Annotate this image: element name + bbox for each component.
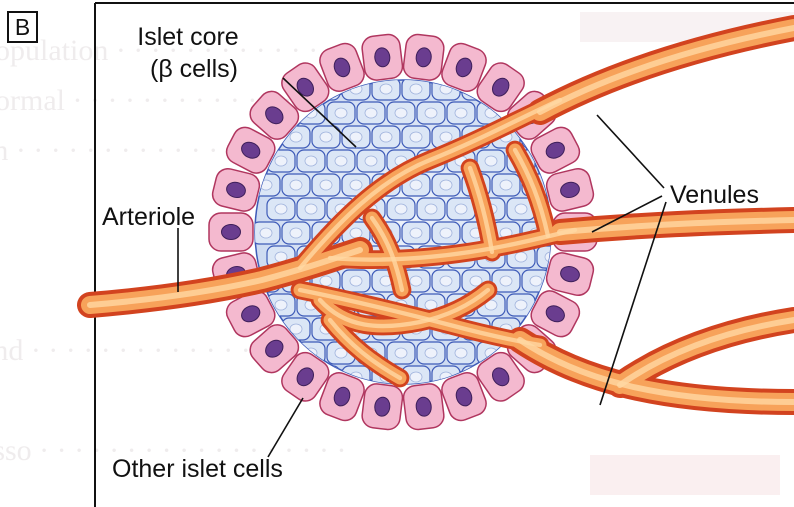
beta-cell-nucleus <box>335 156 347 166</box>
other-islet-cell <box>402 383 445 431</box>
beta-cell-nucleus <box>410 180 422 190</box>
label-venules: Venules <box>670 181 759 209</box>
beta-cell-nucleus <box>440 228 452 238</box>
beta-cell-nucleus <box>275 156 287 166</box>
beta-cell-nucleus <box>410 84 422 94</box>
beta-cell-nucleus <box>410 276 422 286</box>
beta-cell-nucleus <box>380 84 392 94</box>
beta-cell-nucleus <box>425 348 437 358</box>
beta-cell-nucleus <box>305 204 317 214</box>
beta-cell-nucleus <box>530 276 542 286</box>
beta-cell-nucleus <box>350 276 362 286</box>
beta-cell-nucleus <box>290 228 302 238</box>
beta-cell-nucleus <box>515 204 527 214</box>
beta-cell-nucleus <box>485 156 497 166</box>
beta-cell-nucleus <box>350 228 362 238</box>
label-islet-core-line2: (β cells) <box>150 55 238 83</box>
beta-cell-nucleus <box>455 204 467 214</box>
other-islet-cell <box>361 33 404 81</box>
beta-cell-nucleus <box>440 180 452 190</box>
other-islet-cell <box>361 383 404 431</box>
beta-cell-nucleus <box>320 276 332 286</box>
beta-cell-nucleus <box>500 276 512 286</box>
beta-cell-nucleus <box>290 180 302 190</box>
beta-cell-nucleus <box>260 228 272 238</box>
beta-cell-nucleus <box>515 252 527 262</box>
beta-cell-nucleus <box>410 132 422 142</box>
beta-cell-nucleus <box>320 132 332 142</box>
beta-cell-nucleus <box>275 300 287 310</box>
beta-cell-nucleus <box>365 156 377 166</box>
beta-cell-nucleus <box>290 132 302 142</box>
beta-cell-nucleus <box>335 108 347 118</box>
panel-label-box: B <box>8 12 37 42</box>
beta-cell-nucleus <box>515 300 527 310</box>
beta-cell-nucleus <box>395 204 407 214</box>
beta-cell-nucleus <box>350 180 362 190</box>
beta-cell-nucleus <box>500 180 512 190</box>
beta-cell-nucleus <box>455 348 467 358</box>
beta-cell-nucleus <box>380 132 392 142</box>
other-islet-cell <box>209 213 253 251</box>
beta-cell-nucleus <box>425 204 437 214</box>
beta-cell-nucleus <box>440 276 452 286</box>
beta-cell-nucleus <box>410 372 422 382</box>
beta-cell-nucleus <box>395 108 407 118</box>
beta-cell-nucleus <box>410 228 422 238</box>
beta-cell-nucleus <box>425 108 437 118</box>
label-islet-core-line1: Islet core <box>137 23 238 51</box>
other-islet-cell <box>402 33 445 81</box>
beta-cell-nucleus <box>440 132 452 142</box>
beta-cell-nucleus <box>320 180 332 190</box>
other-islet-cell-nucleus <box>222 225 241 240</box>
beta-cell-nucleus <box>350 132 362 142</box>
panel-label: B <box>15 14 30 40</box>
beta-cell-nucleus <box>455 108 467 118</box>
label-arteriole: Arteriole <box>102 203 195 231</box>
beta-cell-nucleus <box>395 348 407 358</box>
label-other-islet-cells: Other islet cells <box>112 455 283 483</box>
beta-cell-nucleus <box>275 204 287 214</box>
beta-cell-nucleus <box>305 156 317 166</box>
beta-cell-nucleus <box>365 108 377 118</box>
